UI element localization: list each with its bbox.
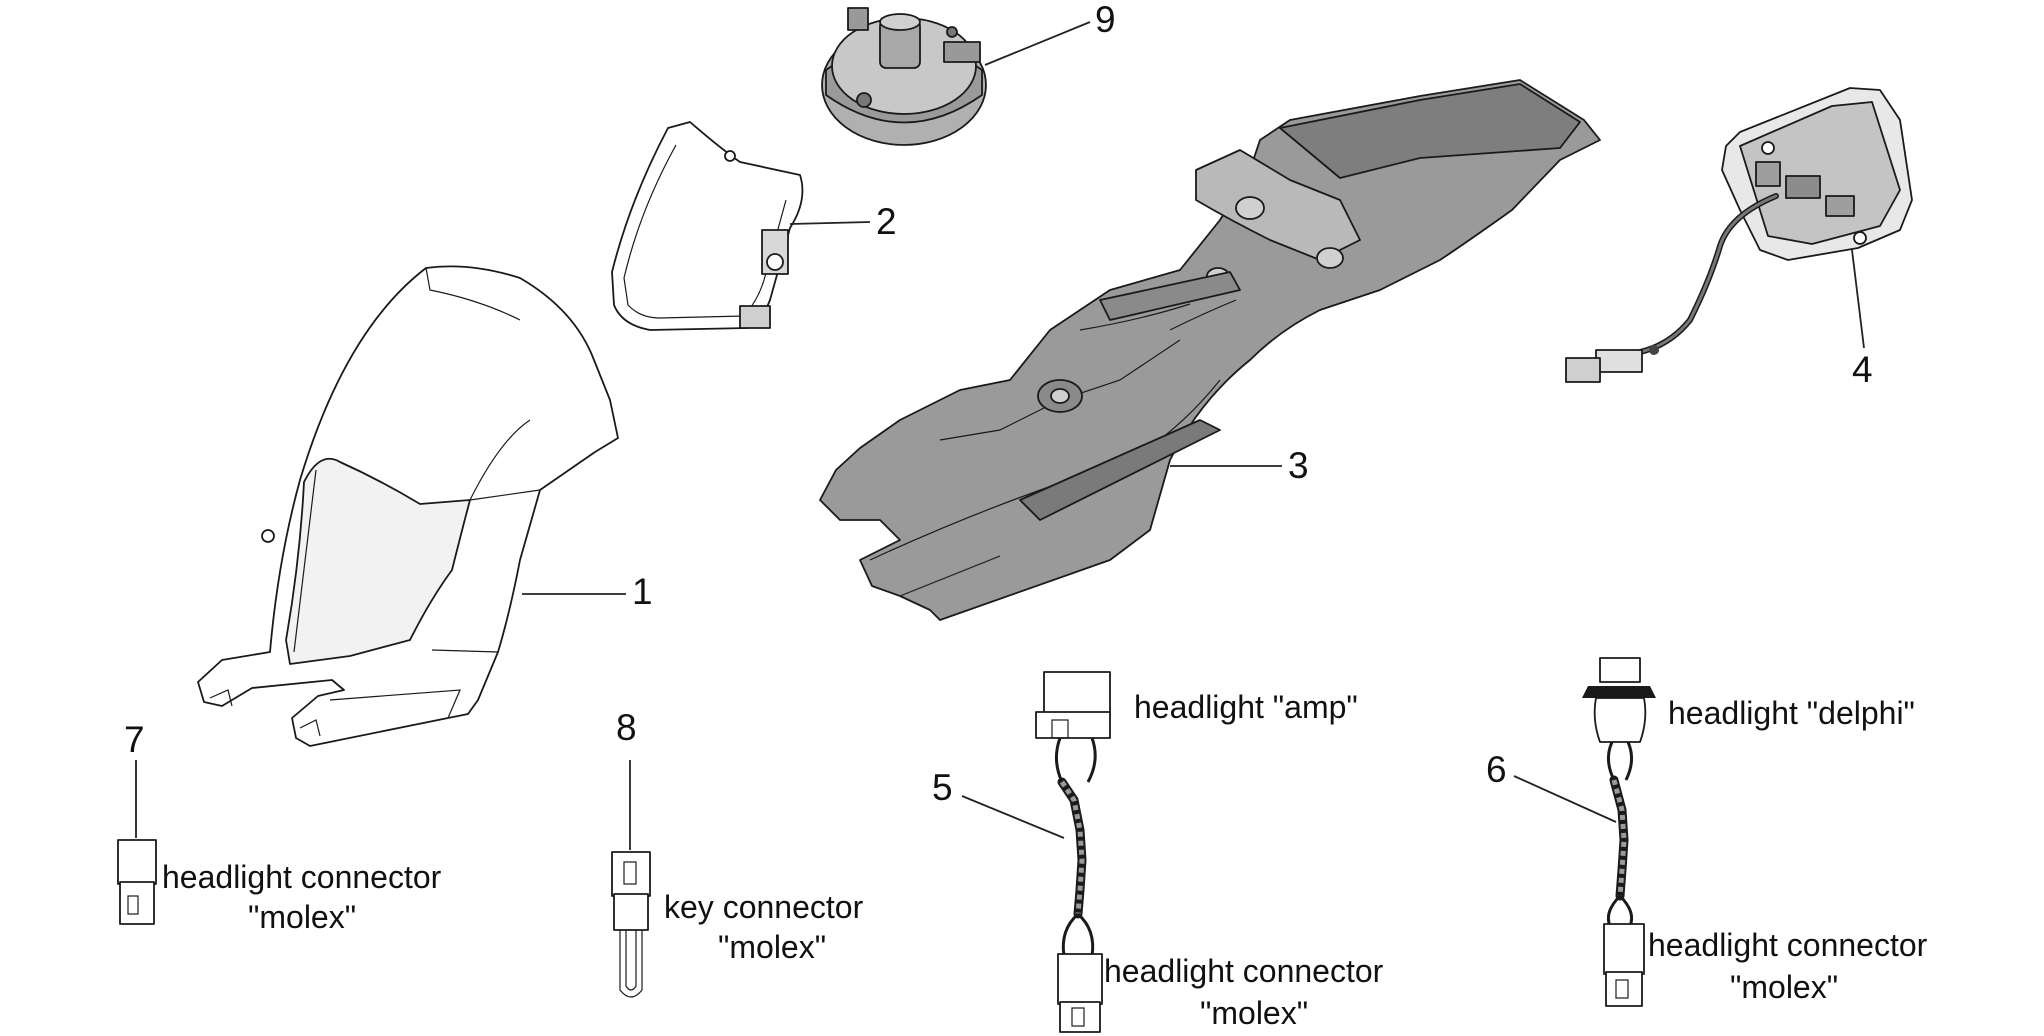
leader-4 — [1851, 249, 1865, 349]
part-7-connector — [117, 839, 157, 925]
part-5-harness-amp — [1035, 671, 1111, 1033]
leader-2 — [789, 221, 871, 225]
part-9-socket-cap — [821, 7, 987, 146]
key-connector-label-line2: "molex" — [718, 929, 826, 965]
callout-4: 4 — [1852, 349, 1873, 390]
connector-5-label-line2: "molex" — [1200, 995, 1308, 1031]
harness-6-top-label: headlight "delphi" — [1668, 695, 1915, 731]
leader-6 — [1513, 775, 1617, 823]
connector-7-label-line1: headlight connector — [162, 859, 442, 895]
connector-7-label-line2: "molex" — [248, 899, 356, 935]
callout-3: 3 — [1288, 445, 1309, 486]
callout-6: 6 — [1486, 749, 1507, 790]
leader-9 — [984, 21, 1091, 66]
connector-6-label-line2: "molex" — [1730, 969, 1838, 1005]
connector-6-label-line1: headlight connector — [1648, 927, 1928, 963]
part-6-harness-delphi — [1582, 657, 1656, 1007]
callout-7: 7 — [124, 719, 145, 760]
callout-2: 2 — [876, 201, 897, 242]
callout-1: 1 — [632, 571, 653, 612]
leader-5 — [961, 795, 1065, 839]
callout-9: 9 — [1095, 0, 1116, 40]
harness-5-top-label: headlight "amp" — [1134, 689, 1358, 725]
callout-5: 5 — [932, 767, 953, 808]
part-2-headlight-lens — [611, 121, 804, 331]
part-3-rear-mudguard — [819, 79, 1601, 621]
part-4-tail-light — [1565, 87, 1913, 383]
connector-5-label-line1: headlight connector — [1104, 953, 1384, 989]
part-8-key-connector — [611, 851, 651, 998]
part-1-front-fairing — [197, 265, 619, 747]
callout-8: 8 — [616, 707, 637, 748]
key-connector-label-line1: key connector — [664, 889, 864, 925]
